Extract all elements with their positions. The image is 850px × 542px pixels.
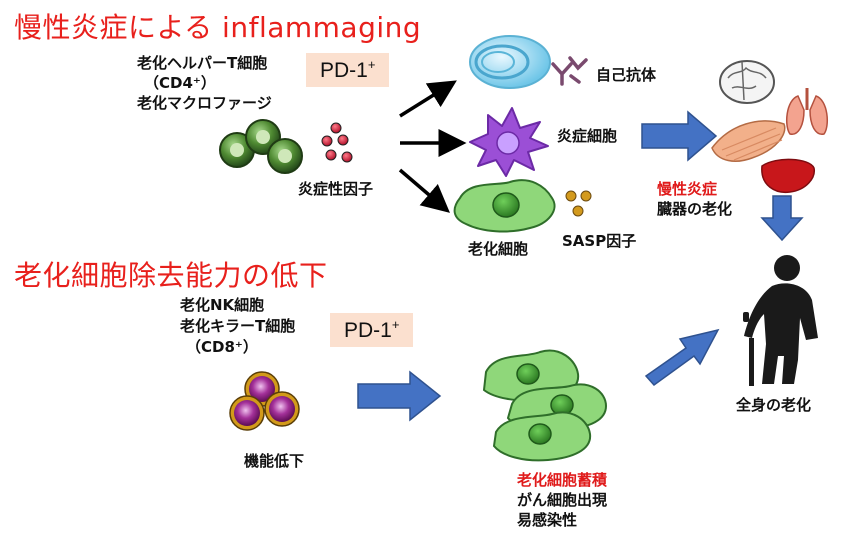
- inflammatory-cell: [469, 107, 549, 177]
- blue-arrow-to-person: [644, 328, 720, 387]
- cd4-label: （CD4⁺）: [144, 74, 216, 92]
- helper-t-label: 老化ヘルパーT細胞: [137, 54, 268, 72]
- senescent-cells-accumulated: [482, 349, 608, 462]
- sasp-factor-dots: [565, 190, 592, 217]
- autoantibody-label: 自己抗体: [596, 66, 657, 84]
- section2-title: 老化細胞除去能力の低下: [14, 259, 328, 292]
- chronic-inflammation-label: 慢性炎症: [657, 180, 718, 198]
- macrophage-label: 老化マクロファージ: [137, 94, 272, 112]
- b-cell: [469, 35, 551, 89]
- brain-icon: [719, 60, 775, 104]
- autoantibody-icons: [551, 56, 588, 86]
- muscle-icon: [711, 120, 786, 162]
- organ-aging-label: 臓器の老化: [657, 200, 733, 218]
- section1-title: 慢性炎症による inflammaging: [14, 11, 422, 44]
- sasp-label: SASP因子: [562, 232, 637, 250]
- infection-susceptibility-label: 易感染性: [517, 511, 578, 529]
- inflammatory-factor-dots: [321, 122, 353, 163]
- black-arrows: [398, 80, 467, 213]
- senescent-cell-label: 老化細胞: [468, 240, 529, 258]
- systemic-aging-label: 全身の老化: [736, 396, 812, 414]
- elderly-person-icon: [743, 255, 818, 386]
- blue-arrow-to-organs: [641, 110, 718, 162]
- liver-icon: [761, 158, 815, 194]
- pd1-badge-top: PD-1+: [306, 53, 390, 87]
- dysfunction-label: 機能低下: [244, 452, 305, 470]
- nk-cell-label: 老化NK細胞: [180, 296, 265, 314]
- lungs-icon: [785, 88, 829, 135]
- inflammatory-cell-label: 炎症細胞: [557, 127, 618, 145]
- pd1-badge-bottom: PD-1+: [330, 313, 414, 347]
- lymphocyte-cluster-green: [219, 119, 303, 174]
- cd8-label: （CD8⁺）: [186, 338, 258, 356]
- cancer-emergence-label: がん細胞出現: [517, 491, 608, 509]
- lymphocyte-cluster-purple: [229, 371, 300, 431]
- inflammatory-factor-label: 炎症性因子: [298, 180, 374, 198]
- senescent-cell-top: [453, 179, 556, 233]
- blue-arrow-section2: [357, 370, 442, 422]
- killer-t-label: 老化キラーT細胞: [180, 317, 296, 335]
- blue-arrow-down: [760, 195, 804, 242]
- accumulation-label: 老化細胞蓄積: [517, 471, 608, 489]
